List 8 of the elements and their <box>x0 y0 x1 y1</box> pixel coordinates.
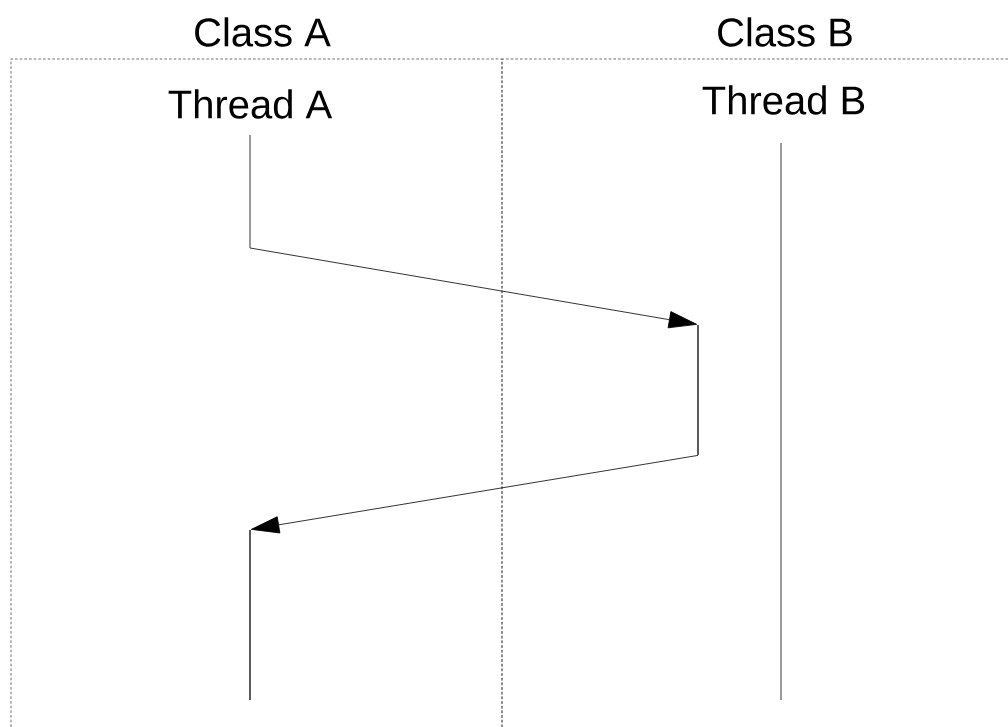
message-arrow <box>249 134 697 329</box>
activation-line <box>249 529 251 701</box>
lane-heading: Class B <box>718 17 852 47</box>
thread-label: Thread B <box>702 85 865 115</box>
thread-label: Thread A <box>168 89 333 119</box>
activation-line <box>697 324 699 456</box>
lane-heading: Class A <box>195 17 331 47</box>
message-arrow <box>251 455 699 534</box>
